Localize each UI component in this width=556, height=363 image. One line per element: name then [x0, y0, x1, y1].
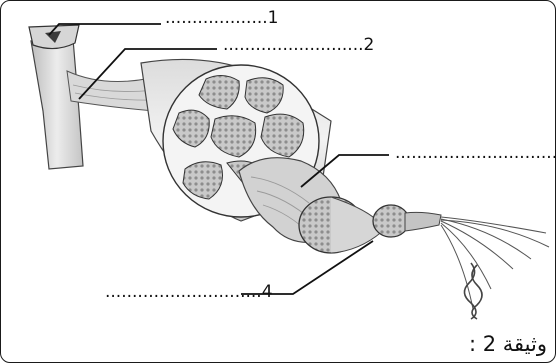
label-1: ...................1 [165, 9, 279, 27]
muscle-fiber-cross-section [373, 205, 409, 237]
myofibrils [441, 217, 549, 309]
label-4: .............................4 [105, 283, 273, 301]
myofilament-twist [464, 263, 476, 319]
document-caption: وثيقة 2 : [469, 332, 547, 356]
label-2: ..........................2 [223, 36, 374, 54]
label-3: ..............................3 [395, 144, 556, 162]
muscle-fiber [405, 212, 441, 231]
